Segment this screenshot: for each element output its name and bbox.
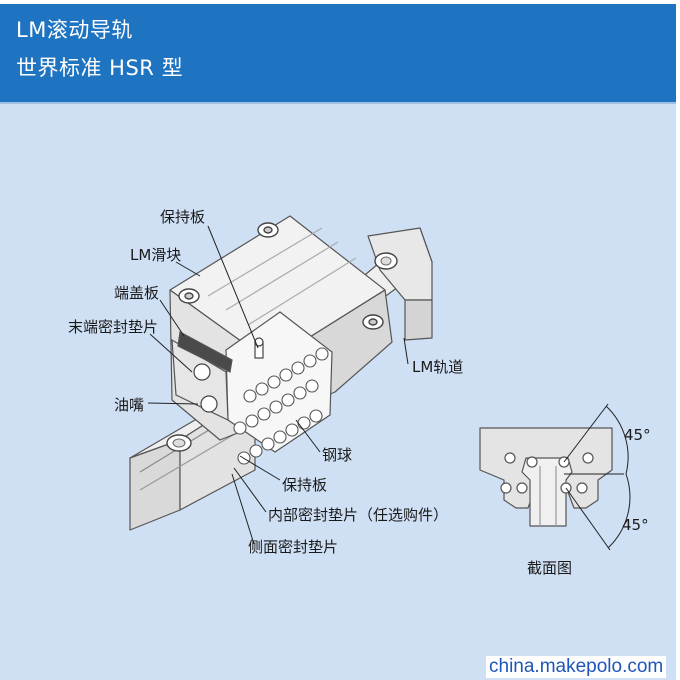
angle-label-bottom: 45°: [622, 516, 649, 534]
label-lm-block: LM滑块: [130, 246, 181, 264]
cross-section-view: [479, 427, 613, 527]
page-subtitle: 世界标准 HSR 型: [16, 56, 184, 80]
end-plate: [171, 331, 233, 421]
label-grease-nipple: 油嘴: [114, 396, 144, 414]
header-divider: [0, 102, 680, 104]
label-lm-rail: LM轨道: [412, 358, 463, 376]
watermark: china.makepolo.com: [486, 656, 667, 678]
label-side-seal: 侧面密封垫片: [248, 538, 338, 556]
contact-angle-marks: [563, 403, 631, 551]
label-retainer-bottom: 保持板: [282, 476, 327, 494]
block-bolt-holes: [178, 222, 384, 330]
label-steel-ball: 钢球: [322, 446, 352, 464]
label-retainer-top: 保持板: [160, 208, 205, 226]
cross-section-caption: 截面图: [527, 559, 572, 577]
page-title: LM滚动导轨: [16, 18, 133, 42]
label-end-seal: 末端密封垫片: [68, 318, 158, 336]
grease-nipple: [254, 337, 264, 359]
angle-label-top: 45°: [624, 426, 651, 444]
label-end-plate: 端盖板: [114, 284, 159, 302]
label-inner-seal: 内部密封垫片（任选购件）: [268, 506, 448, 524]
top-border: [0, 0, 680, 4]
steel-balls: [233, 347, 329, 465]
leader-lines: [147, 225, 409, 545]
right-border: [676, 0, 680, 680]
header-banner: LM滚动导轨 世界标准 HSR 型: [0, 4, 680, 102]
